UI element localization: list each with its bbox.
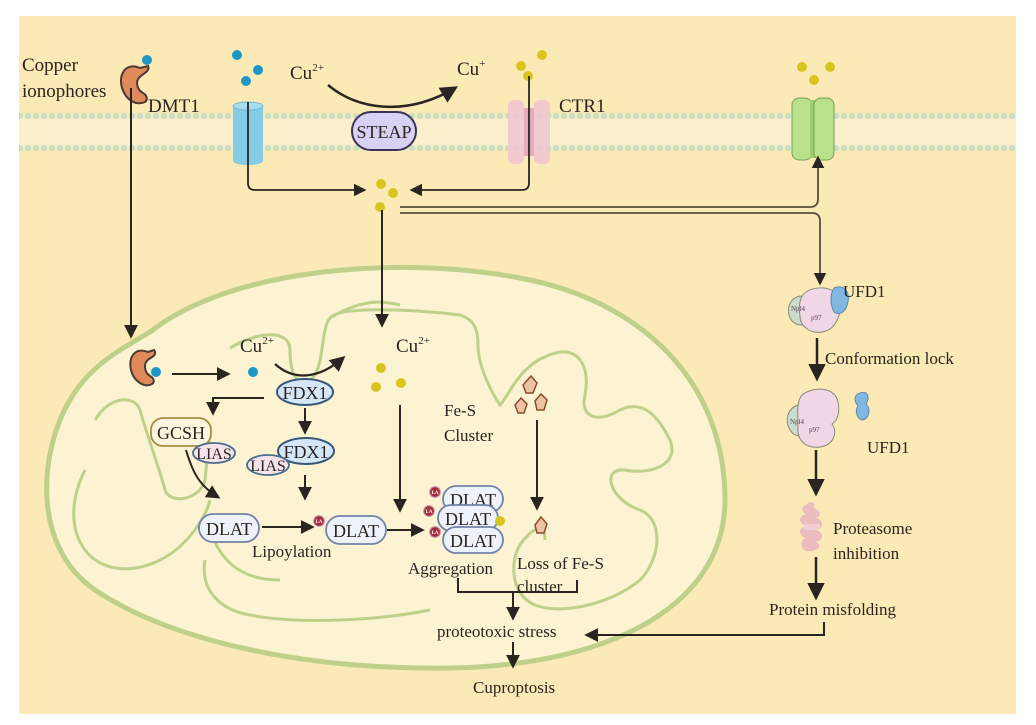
cu2-ion-mito xyxy=(248,367,258,377)
fdx1-protein-bottom: FDX1 xyxy=(277,437,335,465)
steap-reduction-arrow xyxy=(327,84,459,109)
cu2-label-mito-left: Cu2+ xyxy=(240,335,274,357)
svg-text:p97: p97 xyxy=(811,314,822,322)
cu1-label-extracellular: Cu+ xyxy=(457,58,485,80)
dlat-label-lipoylated: DLAT xyxy=(333,521,379,541)
cu1-ions-mito xyxy=(371,363,406,392)
fes-cluster-icon xyxy=(514,374,548,414)
proteasome-inhibition-label-2: inhibition xyxy=(833,544,900,563)
loss-fes-label: Loss of Fe-S xyxy=(517,554,604,573)
lipoic-acid-marker xyxy=(429,526,441,538)
dlat-label-unlipoylated: DLAT xyxy=(206,519,252,539)
svg-text:DLAT: DLAT xyxy=(445,509,491,529)
cu2-ions-dmt1 xyxy=(232,50,263,86)
ufd1-released-label: UFD1 xyxy=(867,438,910,457)
ufd1-released-icon xyxy=(854,391,870,421)
protein-misfolding-label: Protein misfolding xyxy=(769,600,897,619)
copper-ionophores-label-2: ionophores xyxy=(22,81,106,102)
bracket-to-stress xyxy=(457,578,578,593)
mito-outer-membrane xyxy=(44,264,728,671)
mito-cristae xyxy=(93,308,674,611)
cu1-ion-bound xyxy=(495,516,505,526)
proteotoxic-stress-label: proteotoxic stress xyxy=(437,622,556,641)
fdx1-label-top: FDX1 xyxy=(282,383,327,403)
arrow-misfolding-to-stress xyxy=(584,622,825,642)
ufd1-bound-label: UFD1 xyxy=(843,282,886,301)
fes-cluster-remaining-icon xyxy=(534,515,548,534)
mitochondrion xyxy=(44,264,728,671)
proteasome-inhibition-label: Proteasome xyxy=(833,519,912,538)
fdx1-protein-top: FDX1 xyxy=(276,378,334,406)
lipoic-acid-marker xyxy=(423,505,435,517)
arrow-pool-to-ufd1 xyxy=(400,212,827,286)
fes-cluster-label-2: Cluster xyxy=(444,426,493,445)
lias-label-bottom: LIAS xyxy=(250,458,286,475)
svg-text:LA: LA xyxy=(316,520,323,525)
svg-text:DLAT: DLAT xyxy=(450,531,496,551)
lipoylation-label: Lipoylation xyxy=(252,542,332,561)
lias-protein-bottom: LIAS xyxy=(246,454,290,476)
cu1-ions-ctr1 xyxy=(516,50,547,81)
dlat-lipoylated: LA DLAT xyxy=(313,515,387,545)
cu2-label-extracellular: Cu2+ xyxy=(290,62,324,84)
ufd1-icon xyxy=(830,286,849,315)
dlat-unlipoylated: DLAT xyxy=(198,513,260,543)
cuproptosis-label: Cuproptosis xyxy=(473,678,555,697)
svg-text:LA: LA xyxy=(432,531,439,536)
svg-text:LA: LA xyxy=(426,510,433,515)
copper-exporter-channel xyxy=(791,97,835,161)
ionophore-icon xyxy=(120,64,150,105)
lipoic-acid-marker xyxy=(313,515,325,527)
copper-ionophores-label: Copper xyxy=(22,55,79,76)
arrow-ctr1-to-pool xyxy=(409,76,530,197)
gcsh-label: GCSH xyxy=(157,423,205,443)
copper-ionophore-extracellular xyxy=(120,55,152,105)
lias-protein-left: LIAS xyxy=(192,442,236,464)
gcsh-protein: GCSH xyxy=(150,417,212,447)
cu1-ions-exporter xyxy=(797,62,835,85)
aggregation-label: Aggregation xyxy=(408,559,493,578)
svg-text:Npl4: Npl4 xyxy=(790,418,805,426)
ionophore-icon xyxy=(129,348,157,387)
ctr1-label: CTR1 xyxy=(559,96,605,117)
svg-text:p97: p97 xyxy=(809,426,820,434)
steap-protein: STEAP xyxy=(351,111,417,151)
cytosolic-cu1-pool xyxy=(375,179,398,212)
arrow-pool-to-exporter xyxy=(400,155,825,208)
arrow-dmt1-to-pool xyxy=(247,102,367,197)
arrow-fdx1-to-gcsh xyxy=(206,397,264,416)
loss-fes-label-2: cluster xyxy=(517,577,563,596)
lipoic-acid-marker xyxy=(429,486,441,498)
copper-ionophore-mito xyxy=(129,348,161,387)
conformation-lock-label: Conformation lock xyxy=(825,349,954,368)
p97-npl4-ufd1-complex: Npl4 p97 xyxy=(787,286,849,333)
steap-label: STEAP xyxy=(356,122,411,142)
fdx1-reduction-arrow xyxy=(274,355,346,377)
cu2-label-mito-center: Cu2+ xyxy=(396,335,430,357)
fes-cluster-label: Fe-S xyxy=(444,401,476,420)
cu2-ion-icon xyxy=(142,55,152,65)
fdx1-label-bottom: FDX1 xyxy=(283,442,328,462)
dlat-aggregate: DLAT DLAT DLAT LA LA LA xyxy=(423,485,505,554)
dmt1-label: DMT1 xyxy=(148,96,200,117)
p97-icon xyxy=(797,388,840,448)
arrow-gcsh-to-dlat xyxy=(185,449,221,499)
proteasome-icon xyxy=(800,502,822,551)
svg-text:Npl4: Npl4 xyxy=(791,305,806,313)
lias-label-left: LIAS xyxy=(196,446,232,463)
p97-npl4-locked-complex: Npl4 p97 xyxy=(786,388,840,448)
svg-text:LA: LA xyxy=(432,491,439,496)
cu2-ion-icon xyxy=(151,367,161,377)
